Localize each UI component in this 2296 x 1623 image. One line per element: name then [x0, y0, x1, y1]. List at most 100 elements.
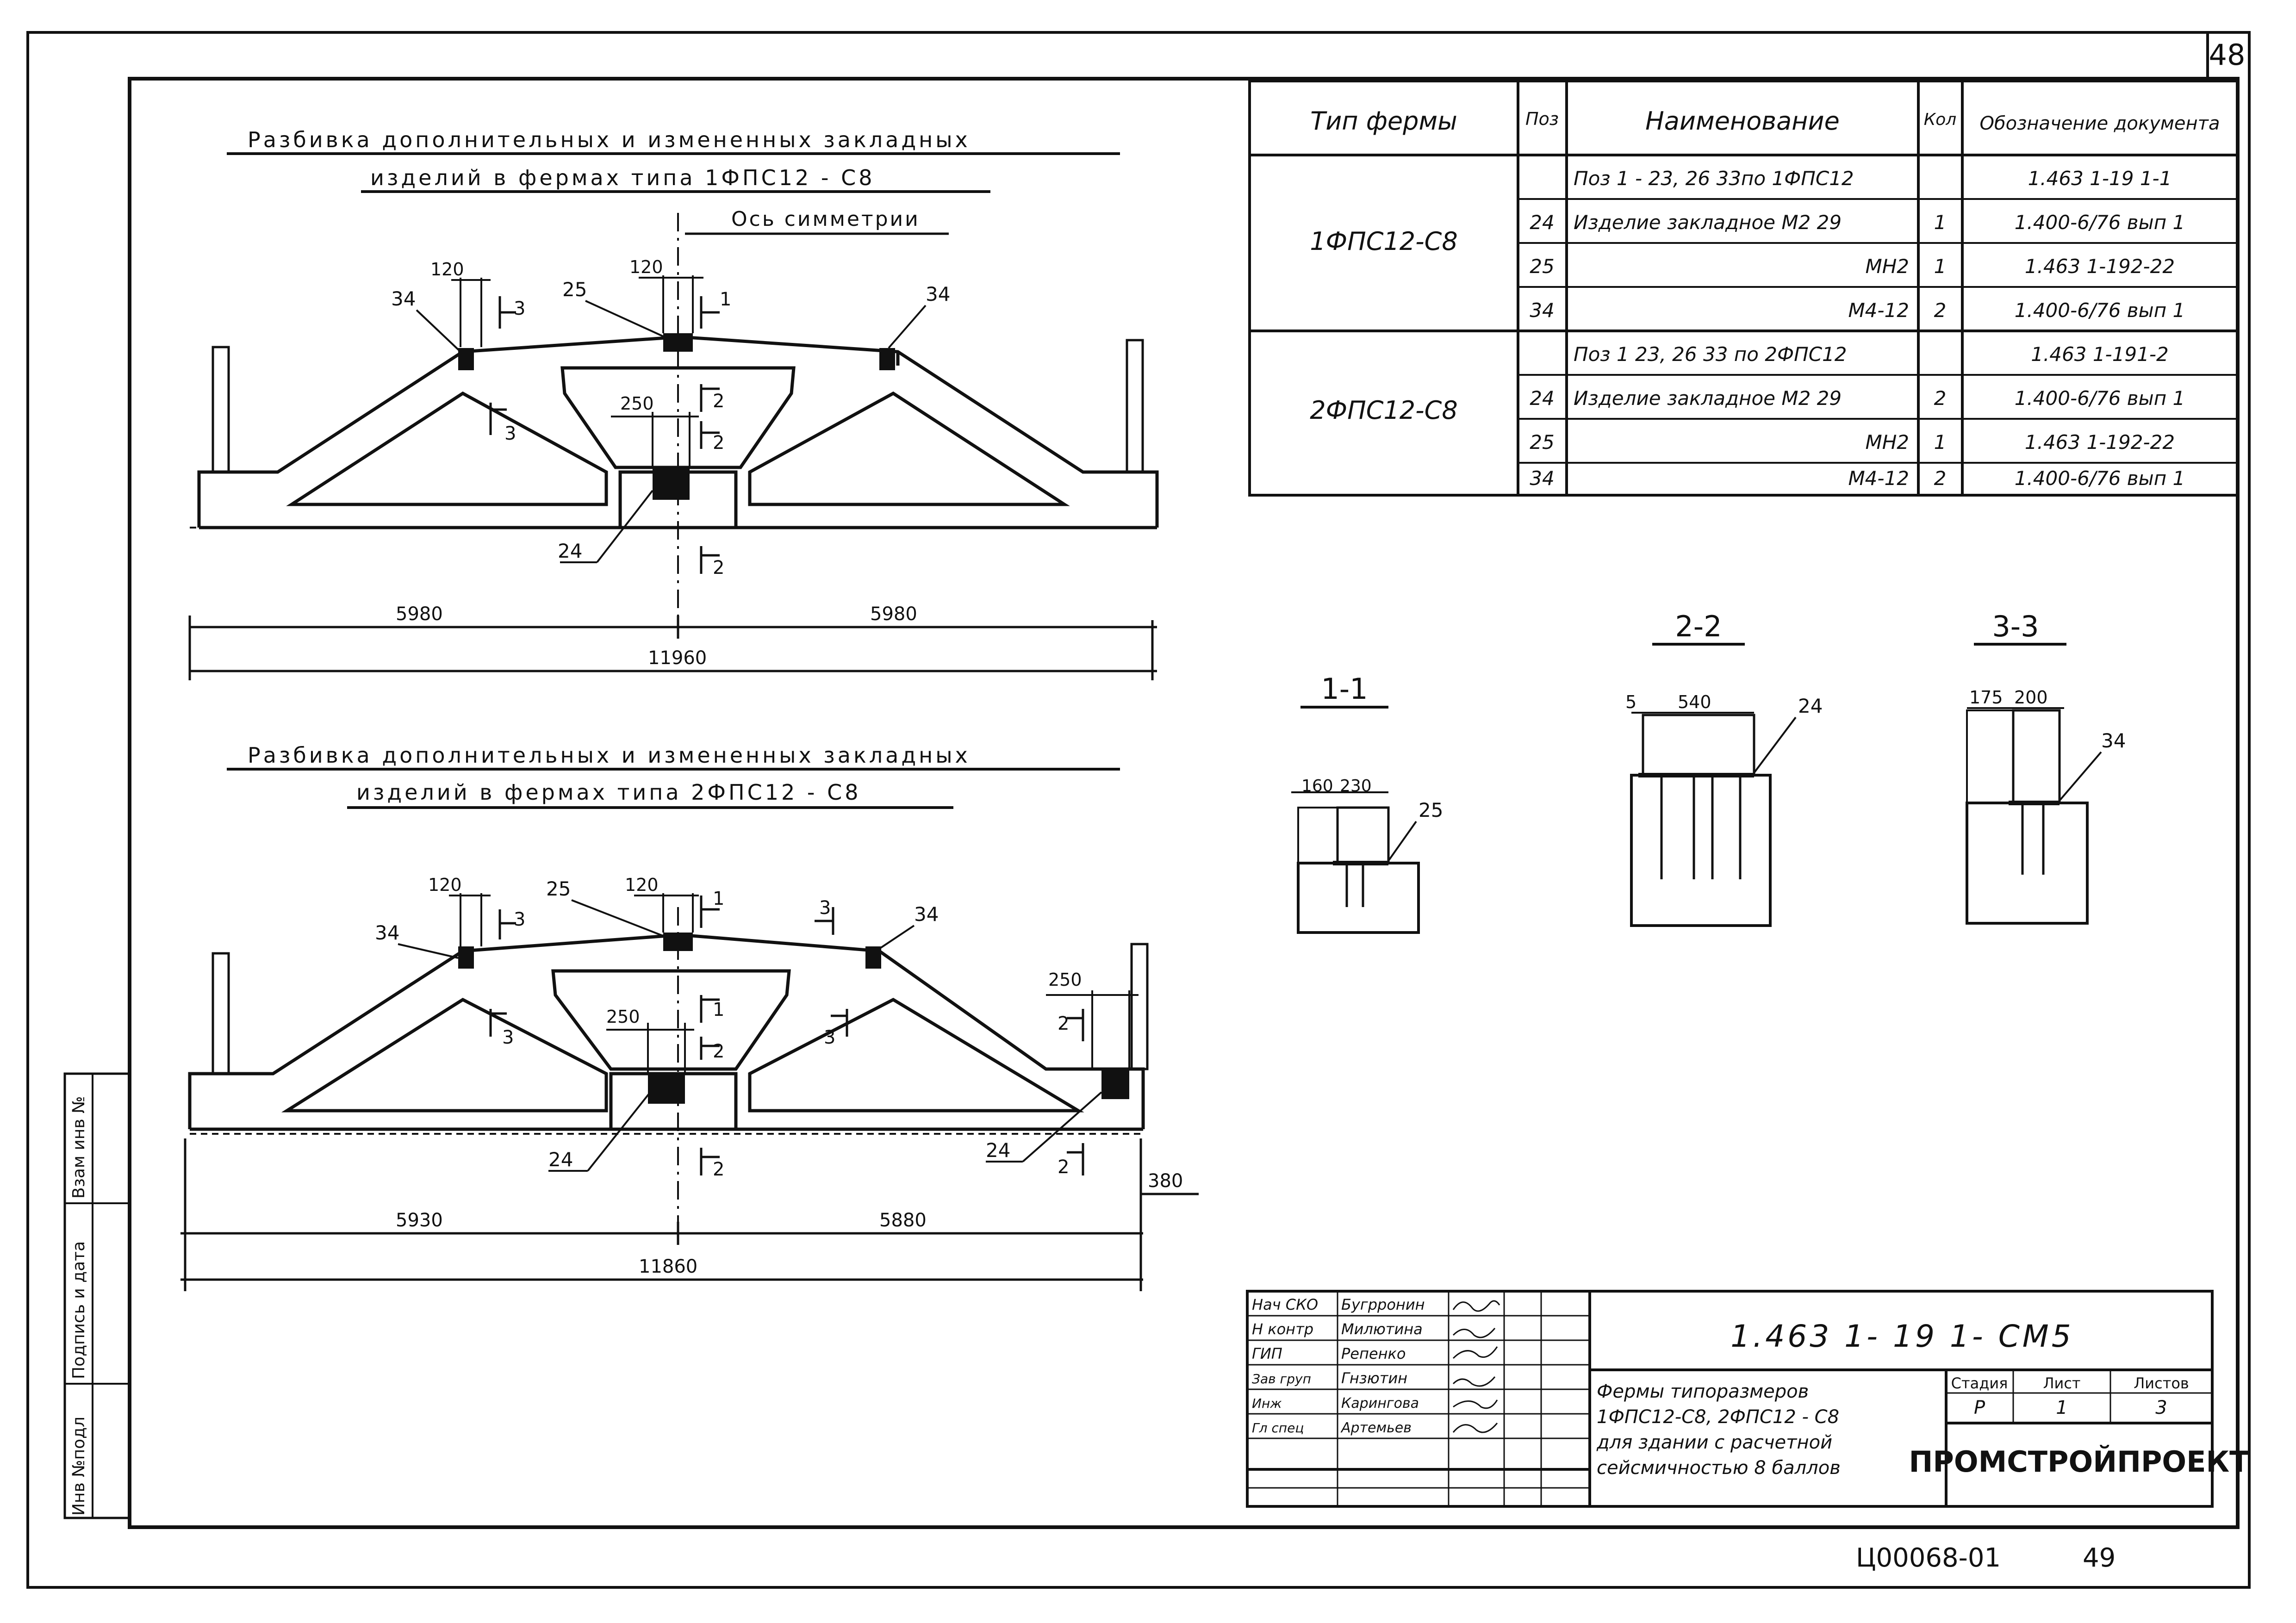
- left-stamp: Инв №подл Подпись и дата Взам инв №: [63, 1072, 131, 1519]
- spec-row-pos: 34: [1530, 299, 1554, 322]
- organization-name: ПРОМСТРОЙПРОЕКТ: [1909, 1445, 2249, 1479]
- role-label: Н контр: [1252, 1320, 1313, 1338]
- sec-2-c-2: 2: [1058, 1013, 1069, 1034]
- dim-right-5880: 5880: [879, 1210, 927, 1231]
- mark-25-2: 25: [546, 877, 571, 900]
- signature-marks: [1452, 1300, 1500, 1433]
- sheet-value: 1: [2056, 1397, 2067, 1418]
- spec-group-type-1: 1ФПС12-С8: [1310, 227, 1457, 256]
- sec-2-a-2: 2: [713, 1041, 724, 1062]
- description-line-2: 1ФПС12-С8, 2ФПС12 - С8: [1597, 1406, 1839, 1428]
- sec-3-lower: 3: [504, 423, 516, 444]
- section-1-1-dim-2: 230: [1340, 777, 1372, 796]
- spec-group-type-2: 2ФПС12-С8: [1310, 396, 1457, 425]
- spec-row-doc: 1.463 1-191-2: [2031, 343, 2169, 366]
- section-1-1-title: 1-1: [1321, 672, 1368, 706]
- stamp-cell-1: Инв №подл: [69, 1417, 88, 1516]
- sec-1: 1: [720, 289, 731, 310]
- role-label: Зав груп: [1252, 1371, 1311, 1387]
- dim-250: 250: [620, 393, 654, 414]
- section-3-3-dim-1: 175: [1969, 687, 2003, 708]
- sec-2-d-2: 2: [1058, 1157, 1069, 1178]
- plan-top-title-line2: изделий в фермах типа 1ФПС12 - С8: [370, 165, 875, 190]
- spec-table: Тип фермы Поз Наименование Кол Обозначен…: [1248, 80, 2239, 497]
- plan-bottom-title-line1: Разбивка дополнительных и измененных зак…: [248, 743, 971, 768]
- sec-3-c-2: 3: [819, 897, 831, 919]
- spec-row-qty: 1: [1934, 431, 1947, 454]
- sec-2-b-2: 2: [713, 1159, 724, 1180]
- spec-group-2-rows: Поз 1 23, 26 33 по 2ФПС12 1.463 1-191-2 …: [1530, 343, 2185, 490]
- stage-label: Стадия: [1951, 1374, 2008, 1392]
- sheet-label: Лист: [2043, 1374, 2080, 1392]
- dim-120-left-2: 120: [428, 875, 462, 895]
- sec-2-c: 2: [713, 557, 724, 578]
- title-block: Нач СКО Бугрронин Н контр Милютина ГИП Р…: [1246, 1290, 2249, 1508]
- spec-row-name: Изделие закладное М2 29: [1574, 211, 1842, 234]
- sheets-value: 3: [2155, 1397, 2167, 1418]
- sec-3-top: 3: [514, 298, 525, 319]
- plan-bottom-title-line2: изделий в фермах типа 2ФПС12 - С8: [356, 780, 861, 805]
- stamp-cell-3: Взам инв №: [69, 1096, 88, 1199]
- spec-header-type: Тип фермы: [1310, 106, 1457, 136]
- section-1-1-dim-1: 160: [1301, 777, 1333, 796]
- role-name: Милютина: [1341, 1320, 1423, 1338]
- role-label: Гл спец: [1252, 1420, 1304, 1436]
- spec-row-doc: 1.463 1-192-22: [2025, 431, 2175, 454]
- dim-total-11960: 11960: [648, 647, 707, 669]
- mark-24-right-2: 24: [986, 1139, 1010, 1162]
- mark-34-left-2: 34: [375, 921, 399, 944]
- page-number: 48: [2209, 38, 2246, 72]
- dim-250-right-2: 250: [1048, 970, 1082, 990]
- dim-120-center-2: 120: [625, 875, 659, 895]
- section-2-2-mark: 24: [1798, 695, 1823, 717]
- sec-3-d-2: 3: [824, 1027, 835, 1048]
- sec-2-a: 2: [713, 391, 724, 412]
- section-3-3-mark: 34: [2101, 729, 2126, 752]
- mark-34-right: 34: [926, 283, 950, 305]
- sec-2-b: 2: [713, 432, 724, 454]
- dim-right-5980: 5980: [870, 603, 917, 625]
- spec-row-doc: 1.400-6/76 вып 1: [2015, 211, 2185, 234]
- role-name: Гнзютин: [1341, 1369, 1407, 1387]
- dim-left-5930: 5930: [396, 1210, 443, 1231]
- spec-row-doc: 1.400-6/76 вып 1: [2015, 467, 2185, 490]
- spec-row-qty: 1: [1934, 255, 1947, 278]
- spec-group-1-rows: Поз 1 - 23, 26 33по 1ФПС12 1.463 1-19 1-…: [1530, 167, 2185, 322]
- dim-120-center: 120: [629, 257, 663, 277]
- plan-top-title-line1: Разбивка дополнительных и измененных зак…: [248, 127, 971, 152]
- spec-row-doc: 1.400-6/76 вып 1: [2015, 299, 2185, 322]
- dim-left-5980: 5980: [396, 603, 443, 625]
- mark-34-right-2: 34: [914, 903, 939, 926]
- spec-header-doc: Обозначение документа: [1980, 113, 2220, 134]
- mark-24-center-2: 24: [548, 1148, 573, 1171]
- dim-end-380: 380: [1148, 1170, 1183, 1192]
- outer-frame: [26, 31, 2251, 1589]
- role-name: Бугрронин: [1341, 1296, 1425, 1313]
- section-2-2-title: 2-2: [1675, 609, 1722, 643]
- dim-total-11860: 11860: [639, 1256, 697, 1277]
- spec-row-qty: 2: [1934, 299, 1947, 322]
- role-label: Инж: [1252, 1396, 1282, 1411]
- spec-row-qty: 2: [1934, 467, 1947, 490]
- role-name: Карингова: [1341, 1395, 1419, 1412]
- role-label: ГИП: [1252, 1345, 1282, 1362]
- spec-row-name: М4-12: [1848, 299, 1909, 322]
- spec-header-pos: Поз: [1525, 109, 1559, 129]
- section-2-2-dim-1: 5: [1625, 692, 1636, 712]
- inner-frame: [128, 77, 2240, 1529]
- description-line-3: для здании с расчетной: [1596, 1432, 1832, 1453]
- section-3-3-title: 3-3: [1992, 609, 2039, 643]
- description-line-1: Фермы типоразмеров: [1597, 1381, 1809, 1402]
- dim-120-left: 120: [430, 259, 464, 280]
- spec-row-name: М4-12: [1848, 467, 1909, 490]
- section-3-3-dim-2: 200: [2014, 687, 2048, 708]
- sec-1-a-2: 1: [713, 888, 724, 909]
- section-2-2: 2-2 5 540 24: [1625, 609, 1823, 927]
- role-label: Нач СКО: [1252, 1296, 1318, 1313]
- spec-row-name: МН2: [1865, 431, 1909, 454]
- plan-2fps12-c8: Разбивка дополнительных и измененных зак…: [180, 743, 1199, 1291]
- section-1-1-mark: 25: [1419, 799, 1443, 821]
- spec-row-doc: 1.400-6/76 вып 1: [2015, 387, 2185, 410]
- role-name: Репенко: [1341, 1345, 1406, 1362]
